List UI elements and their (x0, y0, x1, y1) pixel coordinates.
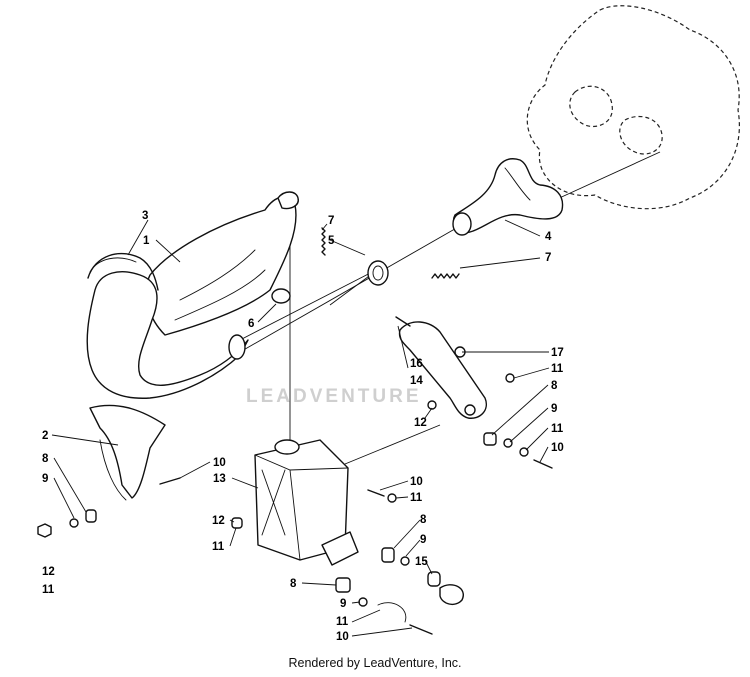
callout-7b: 7 (545, 252, 551, 264)
callout-16: 16 (410, 358, 423, 370)
silencer-canister (254, 439, 359, 566)
rendered-by-caption: Rendered by LeadVenture, Inc. (288, 656, 462, 670)
callout-8d: 8 (551, 380, 558, 392)
callout-9c: 9 (340, 598, 346, 610)
callout-8a: 8 (42, 453, 49, 465)
spring-7-lower (431, 273, 460, 279)
seal-ring (367, 260, 389, 286)
callout-12a: 12 (42, 566, 55, 578)
spring-7-upper (321, 227, 326, 256)
callout-11a: 11 (42, 584, 55, 596)
callout-15: 15 (415, 556, 428, 568)
hardware-left (37, 477, 243, 538)
callout-11e: 11 (551, 363, 564, 375)
callout-8c: 8 (290, 578, 297, 590)
callout-10d: 10 (551, 442, 564, 454)
callout-12c: 12 (414, 417, 427, 429)
callout-9d: 9 (551, 403, 557, 415)
callout-10c: 10 (336, 631, 349, 643)
engine-outline (526, 5, 740, 210)
hardware-bottom (335, 489, 464, 635)
callout-3: 3 (142, 210, 148, 222)
spring-hook (87, 252, 159, 291)
grommet (271, 288, 291, 304)
alignment-lines (239, 151, 661, 465)
callout-1: 1 (143, 235, 150, 247)
support-arm (398, 321, 487, 419)
exhaust-manifold (452, 158, 564, 236)
callout-labels: 3 1 7 5 4 7 6 2 10 8 9 12 11 13 12 11 10… (42, 210, 564, 643)
callout-leaders (51, 219, 550, 637)
bracket (89, 404, 166, 501)
callout-14: 14 (410, 375, 423, 387)
watermark: LEADVENTURE (246, 386, 422, 407)
callout-11b: 11 (212, 541, 225, 553)
callout-11f: 11 (551, 423, 564, 435)
hardware-right (395, 316, 553, 469)
callout-10a: 10 (213, 457, 226, 469)
expansion-chamber (86, 191, 299, 399)
callout-12b: 12 (212, 515, 225, 527)
callout-9a: 9 (42, 473, 48, 485)
callout-2: 2 (42, 430, 48, 442)
callout-6: 6 (248, 318, 254, 330)
callout-17: 17 (551, 347, 564, 359)
callout-13: 13 (213, 473, 226, 485)
callout-11d: 11 (336, 616, 349, 628)
callout-11c: 11 (410, 492, 423, 504)
callout-7a: 7 (328, 215, 334, 227)
callout-4: 4 (545, 231, 552, 243)
callout-5: 5 (328, 235, 335, 247)
callout-10b: 10 (410, 476, 423, 488)
callout-9b: 9 (420, 534, 426, 546)
callout-8b: 8 (420, 514, 427, 526)
